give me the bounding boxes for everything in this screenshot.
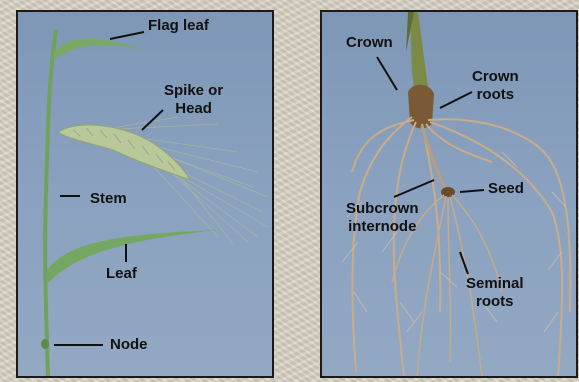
fine-roots (342, 152, 566, 332)
label-seminal-roots: Seminal roots (466, 275, 524, 311)
label-node: Node (110, 336, 148, 354)
label-seed: Seed (488, 180, 524, 198)
root-system-panel: Crown Crown roots Seed Subcrown internod… (320, 10, 578, 378)
stem (45, 30, 56, 377)
above-ground-plant-panel: Flag leaf Spike or Head Stem Leaf Node (16, 10, 274, 378)
label-spike-or-head: Spike or Head (164, 82, 223, 118)
node (41, 339, 49, 349)
root-illustration (322, 12, 578, 378)
label-leaf: Leaf (106, 265, 137, 283)
label-subcrown-internode: Subcrown internode (346, 200, 419, 236)
label-crown-roots: Crown roots (472, 68, 519, 104)
label-crown: Crown (346, 34, 393, 52)
label-flag-leaf: Flag leaf (148, 17, 209, 35)
leader-lines (54, 32, 163, 345)
spike-head (58, 125, 190, 180)
label-stem: Stem (90, 190, 127, 208)
plant-illustration (18, 12, 274, 378)
flag-leaf (54, 38, 143, 60)
